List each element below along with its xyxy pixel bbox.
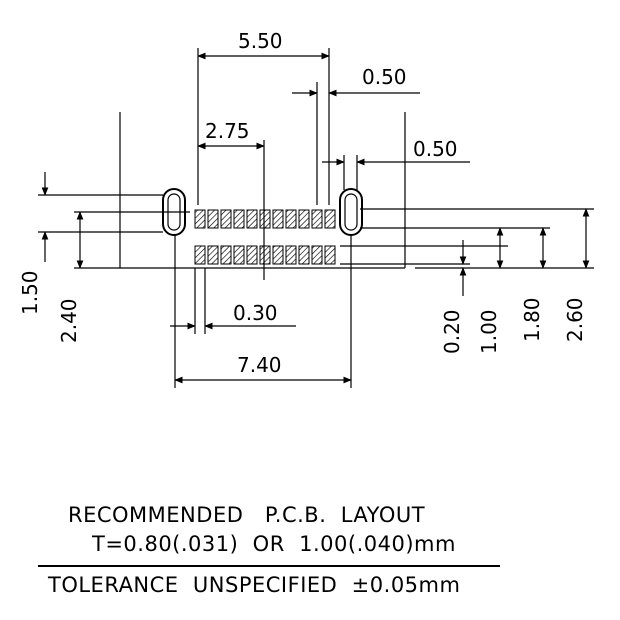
- dim-label-1-00: 1.00: [477, 309, 501, 354]
- dimension-7-40: 7.40: [174, 235, 352, 388]
- dim-label-7-40: 7.40: [237, 353, 282, 377]
- slot-right: [339, 188, 363, 236]
- dim-label-1-50: 1.50: [18, 270, 42, 315]
- dim-label-2-60: 2.60: [563, 297, 587, 342]
- dimension-1-50: 1.50: [18, 172, 163, 315]
- pad-row-top: [194, 209, 336, 229]
- dim-label-0-50-top: 0.50: [362, 65, 407, 89]
- note-thickness: T=0.80(.031) OR 1.00(.040)mm: [91, 532, 456, 556]
- dim-label-0-50-right: 0.50: [413, 137, 458, 161]
- dimension-0-50-right: 0.50: [322, 137, 470, 190]
- dimension-0-30: 0.30: [170, 268, 296, 334]
- dimension-0-20: 0.20: [440, 240, 467, 354]
- dim-label-2-75: 2.75: [205, 119, 250, 143]
- dimension-2-40: 2.40: [57, 211, 190, 343]
- dimension-2-60: 2.60: [563, 208, 590, 342]
- right-extension-lines: [340, 208, 594, 269]
- dimension-5-50: 5.50: [197, 29, 330, 205]
- dimension-0-50-top: 0.50: [292, 65, 420, 205]
- dim-label-5-50: 5.50: [238, 29, 283, 53]
- footprint-outline: [119, 112, 406, 269]
- note-tolerance: TOLERANCE UNSPECIFIED ±0.05mm: [47, 573, 460, 597]
- dim-label-0-30: 0.30: [233, 301, 278, 325]
- notes-block: RECOMMENDED P.C.B. LAYOUT T=0.80(.031) O…: [38, 503, 500, 597]
- dim-label-0-20: 0.20: [440, 309, 464, 354]
- dim-label-2-40: 2.40: [57, 298, 81, 343]
- dim-label-1-80: 1.80: [520, 297, 544, 342]
- pad-row-bottom: [194, 245, 336, 265]
- dimension-1-80: 1.80: [520, 227, 547, 342]
- dimension-1-00: 1.00: [477, 227, 504, 354]
- note-recommended-layout: RECOMMENDED P.C.B. LAYOUT: [68, 503, 425, 527]
